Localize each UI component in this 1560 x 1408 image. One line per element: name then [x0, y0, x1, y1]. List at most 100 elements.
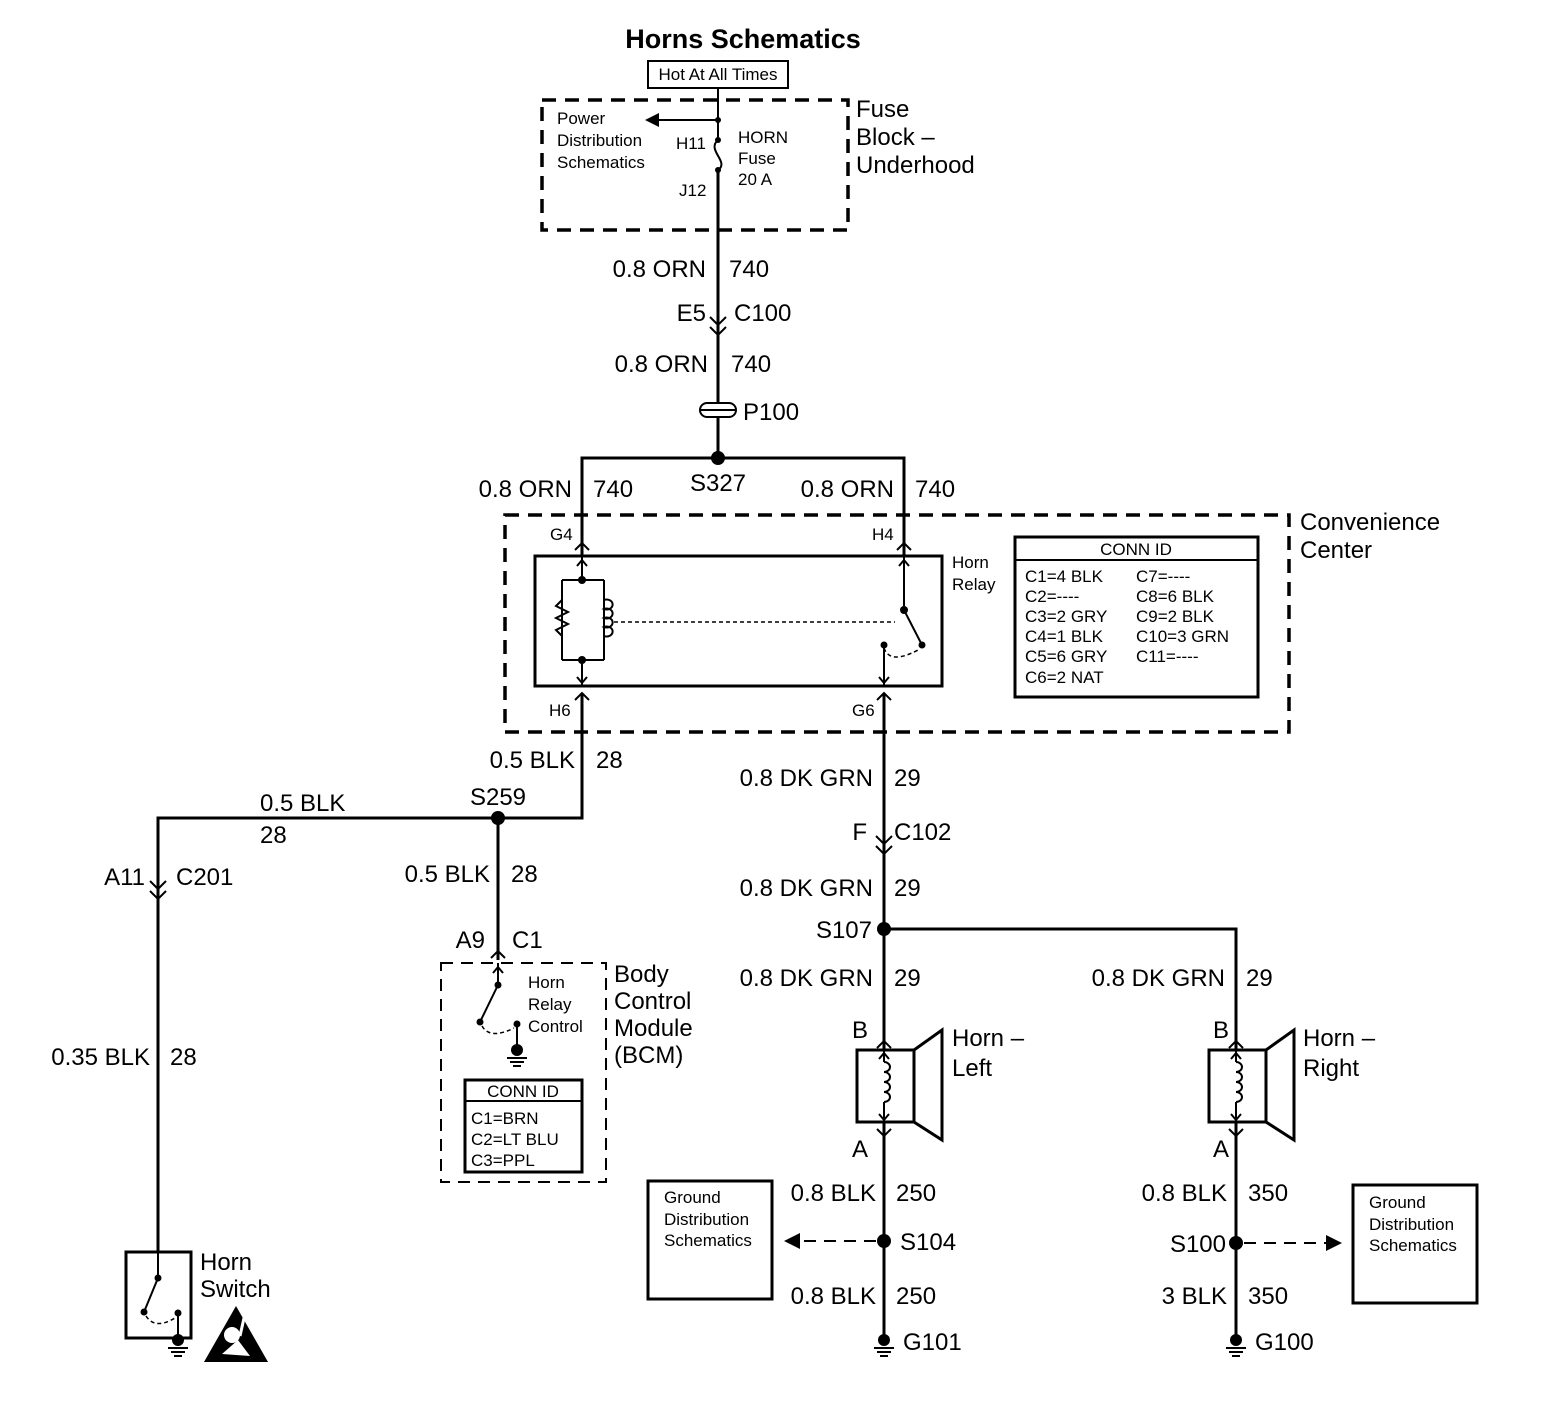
hot-at-all-times-label: Hot At All Times — [658, 65, 777, 84]
wire-w8-gauge: 0.8 DK GRN — [740, 765, 873, 792]
horn-right-body — [1207, 1048, 1268, 1124]
s327-label: S327 — [690, 470, 746, 497]
s104-splice — [877, 1234, 891, 1248]
horn-switch-label-1: Horn — [200, 1249, 252, 1276]
wire-w4-circuit: 28 — [596, 747, 623, 774]
c102-name: C102 — [894, 819, 951, 846]
cc-conn-row: C6=2 NAT — [1025, 668, 1104, 687]
s104-ref-arrow-icon — [784, 1233, 800, 1249]
relay-control-label-3: Control — [528, 1017, 583, 1036]
wire-w15-circuit: 350 — [1248, 1283, 1288, 1310]
fuse-pin-h11: H11 — [676, 134, 706, 153]
ground-ref-right-box — [1351, 1183, 1479, 1305]
cc-conn-row: C11=---- — [1136, 647, 1199, 666]
wire-w12-circuit: 250 — [896, 1180, 936, 1207]
horn-switch-contact-icon — [143, 1277, 159, 1313]
s100-splice — [1229, 1236, 1243, 1250]
power-ref-3: Schematics — [557, 153, 645, 172]
c201-name: C201 — [176, 864, 233, 891]
wire-w15-gauge: 3 BLK — [1162, 1283, 1227, 1310]
power-ref-arrow-icon — [645, 113, 659, 127]
bcm-conn-row: C1=BRN — [471, 1109, 539, 1128]
bcm-label-4: (BCM) — [614, 1042, 683, 1069]
wire-29-right — [884, 927, 1238, 1050]
wire-w14-gauge: 0.8 BLK — [1142, 1180, 1227, 1207]
cc-conn-row: C9=2 BLK — [1136, 607, 1215, 626]
wire-w2-gauge: 0.8 ORN — [615, 351, 708, 378]
c102-pin: F — [852, 819, 867, 846]
cc-conn-id-title: CONN ID — [1100, 540, 1172, 559]
convenience-center-label-2: Center — [1300, 537, 1372, 564]
wire-w7-circuit: 28 — [170, 1044, 197, 1071]
s259-label: S259 — [470, 784, 526, 811]
cc-conn-row: C7=---- — [1136, 567, 1190, 586]
cc-conn-row: C3=2 GRY — [1025, 607, 1107, 626]
wire-w4-gauge: 0.5 BLK — [490, 747, 575, 774]
cc-conn-row: C10=3 GRN — [1136, 627, 1229, 646]
c100-name: C100 — [734, 300, 791, 327]
relay-resistor-icon — [553, 599, 571, 637]
c1-pin: A9 — [456, 927, 485, 954]
fuse-pin-j12: J12 — [679, 181, 706, 200]
cc-conn-id-box — [1013, 535, 1260, 699]
wire-w14-circuit: 350 — [1248, 1180, 1288, 1207]
s100-label: S100 — [1170, 1231, 1226, 1258]
ground-ref-left-3: Schematics — [664, 1231, 752, 1250]
c1-name: C1 — [512, 927, 543, 954]
pin-h6: H6 — [549, 701, 571, 720]
horn-relay-box — [533, 554, 944, 688]
c201-pin: A11 — [104, 864, 145, 891]
g100-ground-icon — [1230, 1334, 1242, 1346]
horn-right-pin-b: B — [1213, 1017, 1229, 1044]
fuse-block-label-2: Block – — [856, 124, 935, 151]
wire-w9-gauge: 0.8 DK GRN — [740, 875, 873, 902]
wire-w3l-circuit: 740 — [593, 476, 633, 503]
wire-w12-gauge: 0.8 BLK — [791, 1180, 876, 1207]
bcm-ground-icon — [511, 1044, 523, 1056]
bcm-conn-row: C2=LT BLU — [471, 1130, 559, 1149]
ground-ref-left-box — [646, 1179, 774, 1301]
wire-w3r-gauge: 0.8 ORN — [801, 476, 894, 503]
wire-w8-circuit: 29 — [894, 765, 921, 792]
ground-ref-right-2: Distribution — [1369, 1215, 1454, 1234]
horn-right-coil-icon — [1235, 1061, 1243, 1103]
pin-h4: H4 — [872, 525, 894, 544]
cc-conn-row: C1=4 BLK — [1025, 567, 1104, 586]
horn-left-pin-a: A — [852, 1136, 868, 1163]
s104-label: S104 — [900, 1229, 956, 1256]
relay-control-label-1: Horn — [528, 973, 565, 992]
pin-g4: G4 — [550, 525, 573, 544]
convenience-center-outline — [503, 513, 1291, 734]
horn-left-coil-icon — [883, 1061, 891, 1103]
bcm-conn-id-title: CONN ID — [487, 1082, 559, 1101]
c102-connector-icon — [875, 835, 893, 846]
wire-w7-gauge: 0.35 BLK — [51, 1044, 150, 1071]
wire-w6-gauge: 0.5 BLK — [405, 861, 490, 888]
fuse-block-label-3: Underhood — [856, 152, 975, 179]
ground-ref-right-3: Schematics — [1369, 1236, 1457, 1255]
wire-w9-circuit: 29 — [894, 875, 921, 902]
wire-w3r-circuit: 740 — [915, 476, 955, 503]
fuse-label-3: 20 A — [738, 170, 773, 189]
wire-w13-gauge: 0.8 BLK — [791, 1283, 876, 1310]
horn-switch-label-2: Switch — [200, 1276, 271, 1303]
horn-left-label-2: Left — [952, 1055, 992, 1082]
horn-left-body — [855, 1048, 916, 1124]
ground-ref-left-2: Distribution — [664, 1210, 749, 1229]
relay-coil-icon — [601, 598, 614, 638]
horn-right-label-1: Horn – — [1303, 1025, 1376, 1052]
fuse-block-label-1: Fuse — [856, 96, 909, 123]
bcm-outline — [440, 962, 607, 1183]
g101-ground-icon — [878, 1334, 890, 1346]
horn-switch-ground-icon — [172, 1334, 184, 1346]
wire-w10-gauge: 0.8 DK GRN — [740, 965, 873, 992]
fuse-splice-dot — [715, 117, 721, 123]
fuse-label-1: HORN — [738, 128, 788, 147]
wire-w1-circuit: 740 — [729, 256, 769, 283]
g101-label: G101 — [903, 1329, 962, 1356]
ground-ref-right-1: Ground — [1369, 1193, 1426, 1212]
wire-w6-circuit: 28 — [511, 861, 538, 888]
c100-pin: E5 — [677, 300, 706, 327]
cc-conn-row: C5=6 GRY — [1025, 647, 1107, 666]
ground-ref-left-1: Ground — [664, 1188, 721, 1207]
